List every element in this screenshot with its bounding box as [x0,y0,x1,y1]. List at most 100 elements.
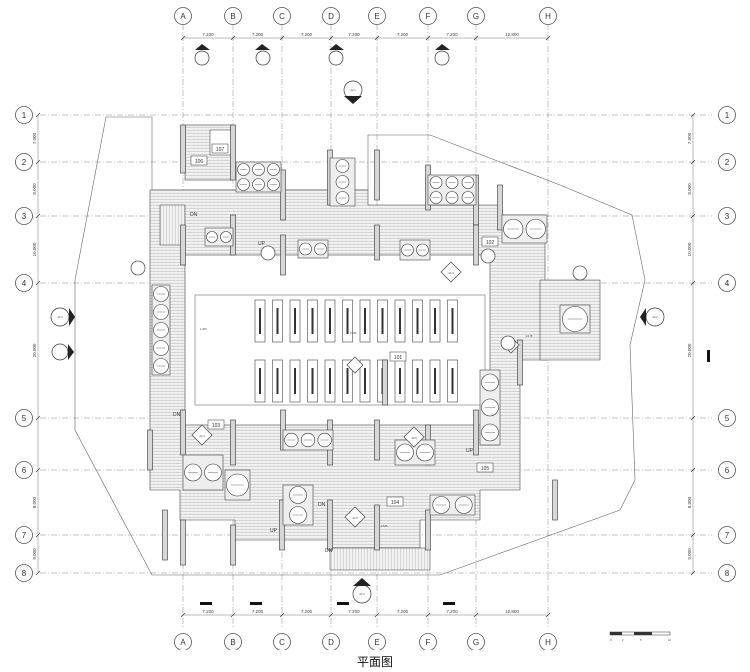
post [473,409,479,456]
level-mark: 1.300 [200,327,207,331]
column-spacing-label: 7.200 [252,32,264,37]
svg-text:2: 2 [22,158,27,167]
grid-bubble-c-top: C [273,7,291,25]
room-101-label: 101 [394,355,403,361]
row-spacing-label: 10.000 [32,242,37,256]
tree-planter [182,454,224,491]
bench-back [399,308,401,334]
row-spacing-label: 7.000 [32,132,37,144]
grid-bubble-d-bottom: D [322,633,340,650]
bench-back [346,368,349,394]
tree-planter [399,239,431,261]
grid-bubble-7-left: 7 [15,526,33,544]
grid-bubble-4-right: 4 [718,274,736,292]
post [327,499,333,551]
bench-back [329,308,331,334]
svg-text:8: 8 [725,569,730,578]
grid-bubble-a-bottom: A [174,633,192,650]
detail-a44-label: A4.4 [199,434,205,438]
grid-bubble-3-left: 3 [15,207,33,225]
svg-text:1: 1 [725,111,730,120]
column-spacing-label: 7.200 [446,609,458,614]
room-107-label: 107 [216,147,225,153]
column-spacing-label: 7.200 [252,609,264,614]
bench-back [434,308,436,334]
stair-label: UP [270,528,278,534]
svg-text:E: E [374,638,379,647]
bench-back [294,308,296,334]
svg-text:A: A [180,638,186,647]
bench-back [364,368,366,394]
scale-tick: 5 [640,638,642,642]
post [230,124,236,181]
detail-a43-label: A4.3 [448,271,454,275]
post [552,479,558,521]
room-102-label: 102 [486,240,495,246]
column-spacing-label: 7.200 [446,32,458,37]
svg-text:A2.3: A2.3 [359,592,365,596]
bench-back [311,308,314,334]
grid-bubble-a-top: A [174,7,192,25]
column-spacing-label: 10.800 [505,609,519,614]
detail-a45-label: A4.5 [352,516,358,520]
column-spacing-label: 7.200 [397,32,409,37]
bench-rows [254,299,458,403]
detail-a46-label: A4.6 [411,436,417,440]
stair-label: UP [258,241,266,247]
grid-bubble-7-right: 7 [718,526,736,544]
bench-back [346,308,349,334]
scale-tick: 2 [622,638,624,642]
tree-planter [204,227,234,247]
svg-text:8: 8 [22,569,27,578]
post [147,429,153,471]
stair-labels: DN UP DN UP DN UP DN [173,212,474,554]
post [473,224,479,266]
room-103-label: 103 [212,423,221,429]
tree-planter [394,439,436,466]
tree-planters [151,157,591,526]
bench-back [381,308,384,334]
grid-bubble-2-right: 2 [718,153,736,171]
drawing-caption: 平面图 [356,655,393,669]
column-spacing-label: 7.200 [301,609,313,614]
tree-planter [479,369,501,446]
svg-text:B: B [230,12,235,21]
grid-bubble-2-left: 2 [15,153,33,171]
stair-label: DN [318,502,326,508]
post [382,359,388,406]
level-mark: -0.525 [380,524,388,528]
svg-text:4: 4 [22,279,27,288]
stair-label: DN [190,212,198,218]
tree-planter [427,174,477,206]
bench-back [276,368,279,394]
bench-back [451,368,454,394]
row-spacing-label: 8.000 [32,183,37,195]
svg-text:2: 2 [725,158,730,167]
column-spacing-label: 7.200 [202,32,214,37]
scale-tick: 0 [610,638,612,642]
grid-bubble-e-bottom: E [368,633,386,650]
section-a23: A2.3 [352,578,372,604]
svg-text:D: D [328,12,334,21]
grid-bubble-h-bottom: H [539,633,557,650]
grid-bubble-6-right: 6 [718,461,736,479]
post [374,224,380,261]
tree-planter [282,484,314,526]
bench-back [294,368,296,394]
section-a21: A2.1 [343,80,363,104]
grid-bubble-8-left: 8 [15,564,33,582]
bench-back [276,308,279,334]
tree-planter [224,469,251,501]
column-spacing-label: 7.200 [348,32,360,37]
svg-text:3: 3 [22,212,27,221]
tree-planter [235,161,282,193]
level-mark: -0.175 [525,334,533,338]
bench-back [451,308,454,334]
grid-bubble-h-top: H [539,7,557,25]
row-spacing-label: 8.000 [687,496,692,508]
row-spacing-label: 8.000 [687,183,692,195]
svg-text:F: F [426,638,431,647]
bench-back [259,308,261,334]
grid-bubble-b-bottom: B [224,633,242,650]
grid-bubble-3-right: 3 [718,207,736,225]
